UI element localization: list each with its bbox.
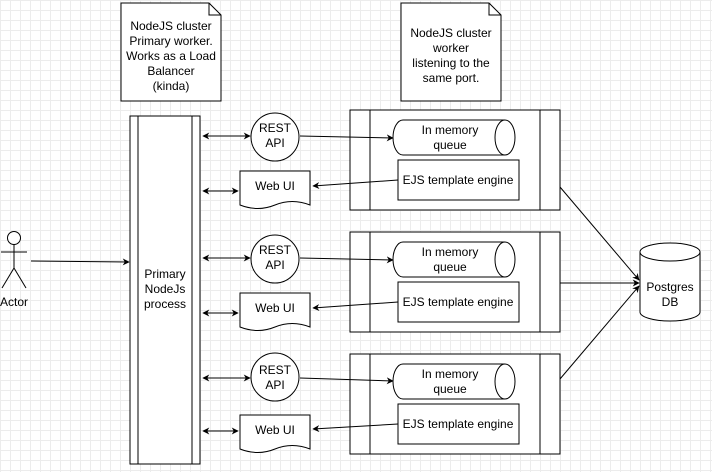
note-primary-line-4: Balancer [147, 64, 194, 78]
worker-group-3: In memory queue EJS template engine REST… [202, 285, 640, 455]
in-memory-queue-1: In memory queue [392, 119, 516, 156]
queue-2-line-1: In memory [422, 245, 479, 259]
queue-2-line-2: queue [433, 260, 467, 274]
db-label-line-2: DB [662, 295, 679, 309]
web-ui-1-label: Web UI [255, 179, 295, 193]
note-primary-line-1: NodeJS cluster [130, 19, 211, 33]
rest-api-1-line-2: API [265, 136, 284, 150]
rest-api-2: REST API [250, 234, 300, 284]
queue-1-line-1: In memory [422, 123, 479, 137]
web-ui-1: Web UI [239, 170, 311, 209]
rest-api-2-line-2: API [265, 258, 284, 272]
rest-api-1: REST API [250, 112, 300, 162]
web-ui-2: Web UI [239, 292, 311, 331]
ejs-2-label: EJS template engine [403, 295, 514, 309]
note-worker-line-3: listening to the [412, 56, 490, 70]
ejs-3-label: EJS template engine [403, 417, 514, 431]
db-label-line-1: Postgres [646, 280, 693, 294]
note-primary-line-5: (kinda) [153, 79, 190, 93]
primary-label-line-1: Primary [144, 267, 185, 281]
postgres-db-cylinder: Postgres DB [639, 242, 701, 322]
rest-api-1-line-1: REST [259, 121, 292, 135]
web-ui-3: Web UI [239, 414, 311, 453]
ejs-template-engine-2 [397, 281, 520, 323]
primary-label-line-3: process [144, 297, 186, 311]
primary-label-line-2: NodeJs [145, 282, 186, 296]
web-ui-2-label: Web UI [255, 301, 295, 315]
rest-api-2-line-1: REST [259, 243, 292, 257]
edge-actor-to-primary [30, 258, 130, 266]
primary-nodejs-process: Primary NodeJs process [129, 115, 201, 465]
rest-api-3-line-2: API [265, 378, 284, 392]
note-primary-worker: NodeJS cluster Primary worker. Works as … [120, 2, 222, 102]
ejs-1-label: EJS template engine [403, 173, 514, 187]
in-memory-queue-3: In memory queue [392, 363, 516, 400]
note-worker-line-4: same port. [423, 71, 480, 85]
note-worker-line-1: NodeJS cluster [410, 26, 491, 40]
web-ui-3-label: Web UI [255, 423, 295, 437]
actor-stick-figure-icon [1, 231, 27, 289]
rest-api-3: REST API [250, 352, 300, 402]
note-primary-line-2: Primary worker. [129, 34, 212, 48]
rest-api-3-line-1: REST [259, 363, 292, 377]
queue-1-line-2: queue [433, 138, 467, 152]
worker-group-1: In memory queue EJS template engine REST… [202, 109, 640, 281]
note-primary-line-3: Works as a Load [126, 49, 216, 63]
note-worker-line-2: worker [432, 41, 469, 55]
note-cluster-worker: NodeJS cluster worker listening to the s… [400, 2, 502, 102]
queue-3-line-2: queue [433, 382, 467, 396]
worker-group-2: In memory queue EJS template engine REST… [202, 231, 640, 333]
in-memory-queue-2: In memory queue [392, 241, 516, 278]
queue-3-line-1: In memory [422, 367, 479, 381]
actor-label: Actor [0, 295, 28, 309]
ejs-template-engine-3 [397, 403, 520, 445]
